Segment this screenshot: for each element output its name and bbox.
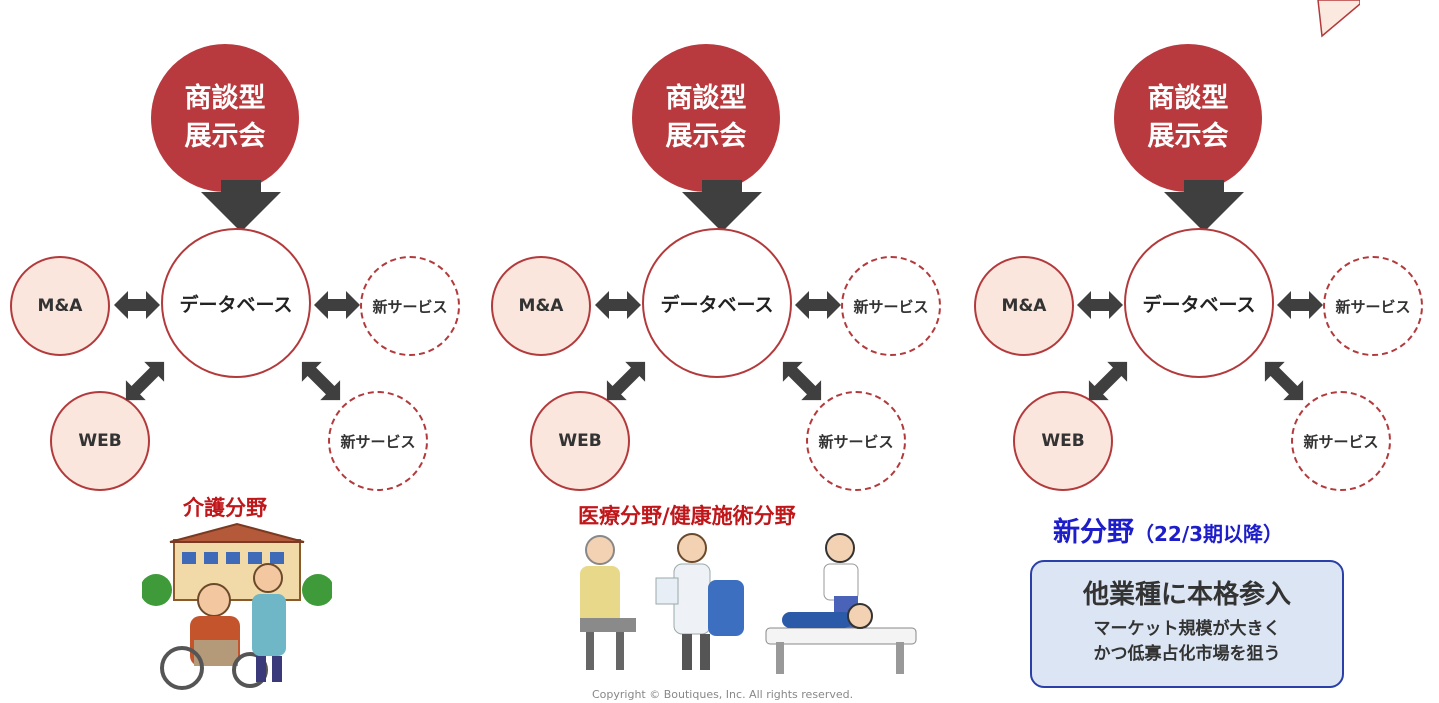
new-service-node-right: 新サービス bbox=[360, 256, 460, 356]
database-label: データベース bbox=[1142, 293, 1256, 316]
hub-line1: 商談型 bbox=[665, 83, 747, 114]
down-arrow-icon bbox=[682, 180, 762, 232]
double-arrow-diagonal-right-icon bbox=[782, 361, 822, 401]
medical-consultation-illustration bbox=[580, 533, 744, 670]
hub-line1: 商談型 bbox=[184, 83, 266, 114]
new-service-node-bottom: 新サービス bbox=[328, 391, 428, 491]
double-arrow-right-icon bbox=[1277, 291, 1323, 319]
ma-label: M&A bbox=[37, 296, 83, 316]
double-arrow-right-icon bbox=[314, 291, 360, 319]
new-service-node-right: 新サービス bbox=[841, 256, 941, 356]
new-service-label: 新サービス bbox=[818, 432, 894, 451]
ma-label: M&A bbox=[1001, 296, 1047, 316]
trade-show-hub: 商談型 展示会 bbox=[1114, 44, 1262, 192]
hub-line2: 展示会 bbox=[665, 121, 747, 152]
double-arrow-diagonal-left-icon bbox=[1088, 361, 1128, 401]
hub-line1: 商談型 bbox=[1147, 83, 1229, 114]
field-caption: 医療分野/健康施術分野 bbox=[578, 504, 796, 528]
new-service-node-bottom: 新サービス bbox=[806, 391, 906, 491]
double-arrow-left-icon bbox=[1077, 291, 1123, 319]
trade-show-hub: 商談型 展示会 bbox=[151, 44, 299, 192]
field-caption: 介護分野 bbox=[183, 496, 267, 520]
new-service-node-bottom: 新サービス bbox=[1291, 391, 1391, 491]
double-arrow-diagonal-right-icon bbox=[1264, 361, 1304, 401]
web-label: WEB bbox=[558, 431, 602, 451]
new-service-label: 新サービス bbox=[1335, 297, 1411, 316]
ma-label: M&A bbox=[518, 296, 564, 316]
new-service-label: 新サービス bbox=[1303, 432, 1379, 451]
hub-line2: 展示会 bbox=[184, 121, 266, 152]
double-arrow-left-icon bbox=[114, 291, 160, 319]
ma-node: M&A bbox=[974, 256, 1074, 356]
new-field-callout: 他業種に本格参入 マーケット規模が大きく かつ低寡占化市場を狙う bbox=[1030, 560, 1344, 688]
copyright-text: Copyright © Boutiques, Inc. All rights r… bbox=[592, 688, 854, 701]
down-arrow-icon bbox=[201, 180, 281, 232]
double-arrow-diagonal-right-icon bbox=[301, 361, 341, 401]
diagram-iryou: 商談型 展示会 データベース M&A 新サービス WEB 新サービス 医療分野/… bbox=[480, 0, 960, 703]
web-node: WEB bbox=[530, 391, 630, 491]
field-caption-main: 新分野 bbox=[1053, 517, 1134, 548]
corner-shape-icon bbox=[1317, 0, 1360, 38]
callout-title: 他業種に本格参入 bbox=[1082, 580, 1291, 610]
field-caption-sub: （22/3期以降） bbox=[1134, 522, 1284, 546]
down-arrow-icon bbox=[1164, 180, 1244, 232]
ma-node: M&A bbox=[10, 256, 110, 356]
ma-node: M&A bbox=[491, 256, 591, 356]
diagram-kaigo: 商談型 展示会 データベース M&A 新サービス WEB 新サービス 介護分野 bbox=[0, 0, 480, 703]
web-label: WEB bbox=[78, 431, 122, 451]
callout-line2: かつ低寡占化市場を狙う bbox=[1093, 644, 1281, 664]
double-arrow-diagonal-left-icon bbox=[125, 361, 165, 401]
database-node: データベース bbox=[161, 228, 311, 378]
database-node: データベース bbox=[642, 228, 792, 378]
field-caption: 新分野（22/3期以降） bbox=[1053, 510, 1283, 549]
nursing-care-illustration bbox=[142, 522, 332, 690]
new-service-label: 新サービス bbox=[372, 297, 448, 316]
hub-line2: 展示会 bbox=[1147, 121, 1229, 152]
database-label: データベース bbox=[179, 293, 293, 316]
physiotherapy-illustration bbox=[765, 533, 917, 674]
database-label: データベース bbox=[660, 293, 774, 316]
new-service-label: 新サービス bbox=[340, 432, 416, 451]
new-service-node-right: 新サービス bbox=[1323, 256, 1423, 356]
trade-show-hub: 商談型 展示会 bbox=[632, 44, 780, 192]
new-service-label: 新サービス bbox=[853, 297, 929, 316]
web-node: WEB bbox=[1013, 391, 1113, 491]
double-arrow-right-icon bbox=[795, 291, 841, 319]
web-label: WEB bbox=[1041, 431, 1085, 451]
double-arrow-diagonal-left-icon bbox=[606, 361, 646, 401]
callout-line1: マーケット規模が大きく bbox=[1093, 619, 1281, 639]
double-arrow-left-icon bbox=[595, 291, 641, 319]
diagram-shinbunya: 商談型 展示会 データベース M&A 新サービス WEB 新サービス 新分野（2… bbox=[960, 0, 1439, 703]
database-node: データベース bbox=[1124, 228, 1274, 378]
web-node: WEB bbox=[50, 391, 150, 491]
